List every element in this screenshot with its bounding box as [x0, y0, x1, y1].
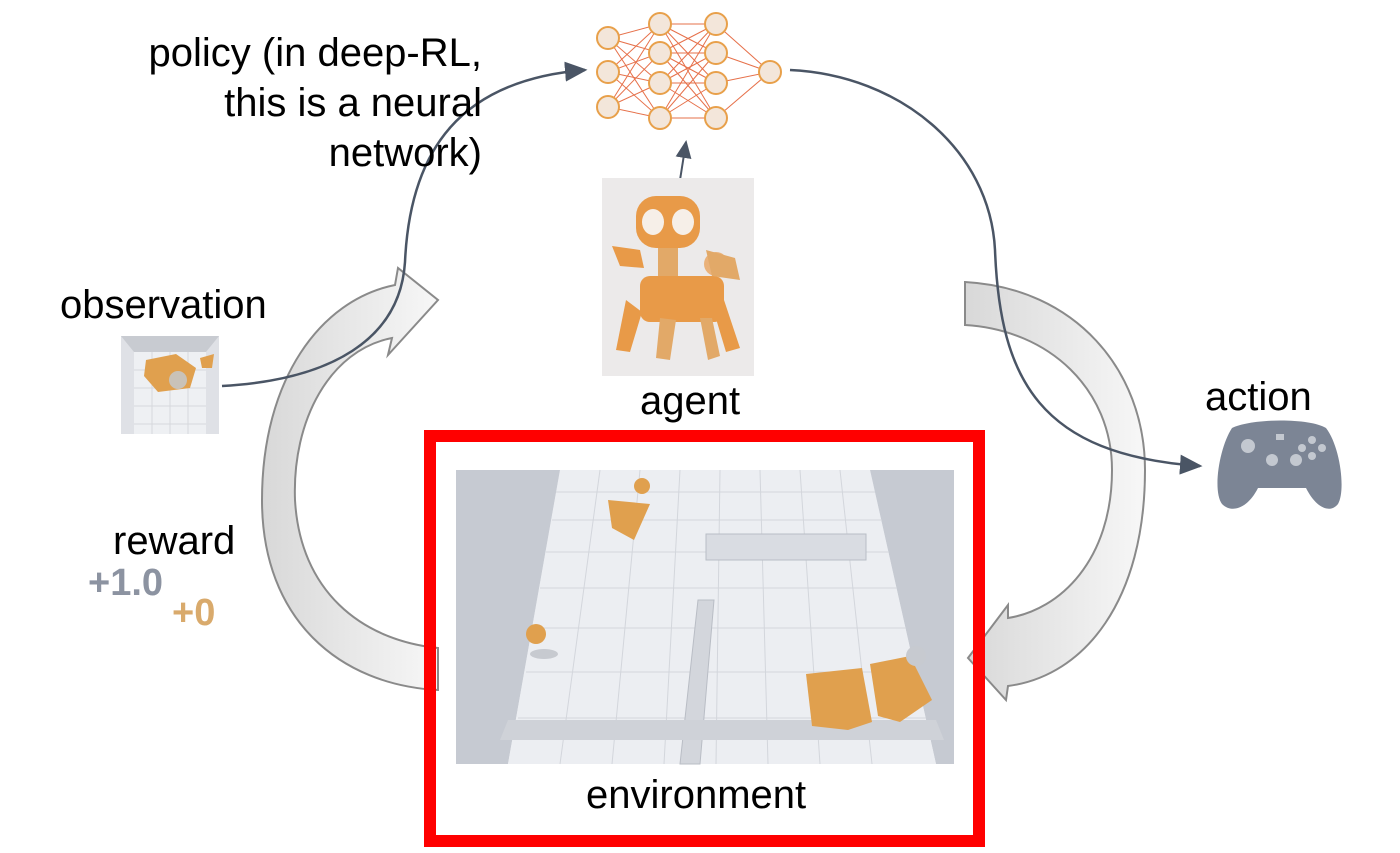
policy-label-line-3: network) — [328, 131, 482, 175]
gamepad-icon — [1217, 420, 1342, 509]
observation-label: observation — [60, 283, 267, 327]
observation-thumbnail — [121, 336, 219, 434]
policy-label-line-2: this is a neural — [224, 81, 482, 125]
environment-highlight-box — [424, 430, 985, 847]
policy-label: policy (in deep-RL, this is a neural net… — [122, 28, 483, 178]
environment-label: environment — [586, 773, 807, 817]
policy-to-action-curve — [789, 68, 1203, 475]
reward-label: reward — [113, 519, 236, 563]
action-big-arrow — [964, 280, 1147, 703]
agent-to-policy-arrow — [675, 140, 692, 181]
reward-zero-value: +0 — [172, 592, 216, 634]
observation-to-policy-curve — [221, 61, 588, 388]
neural-network-icon — [596, 12, 782, 130]
robot-agent-icon — [602, 178, 754, 376]
environment-scene — [456, 469, 954, 765]
action-label: action — [1205, 375, 1312, 419]
reward-positive-value: +1.0 — [88, 562, 164, 604]
policy-label-line-1: policy (in deep-RL, — [148, 31, 483, 75]
feedback-big-arrow — [260, 266, 440, 692]
agent-label: agent — [640, 379, 741, 423]
